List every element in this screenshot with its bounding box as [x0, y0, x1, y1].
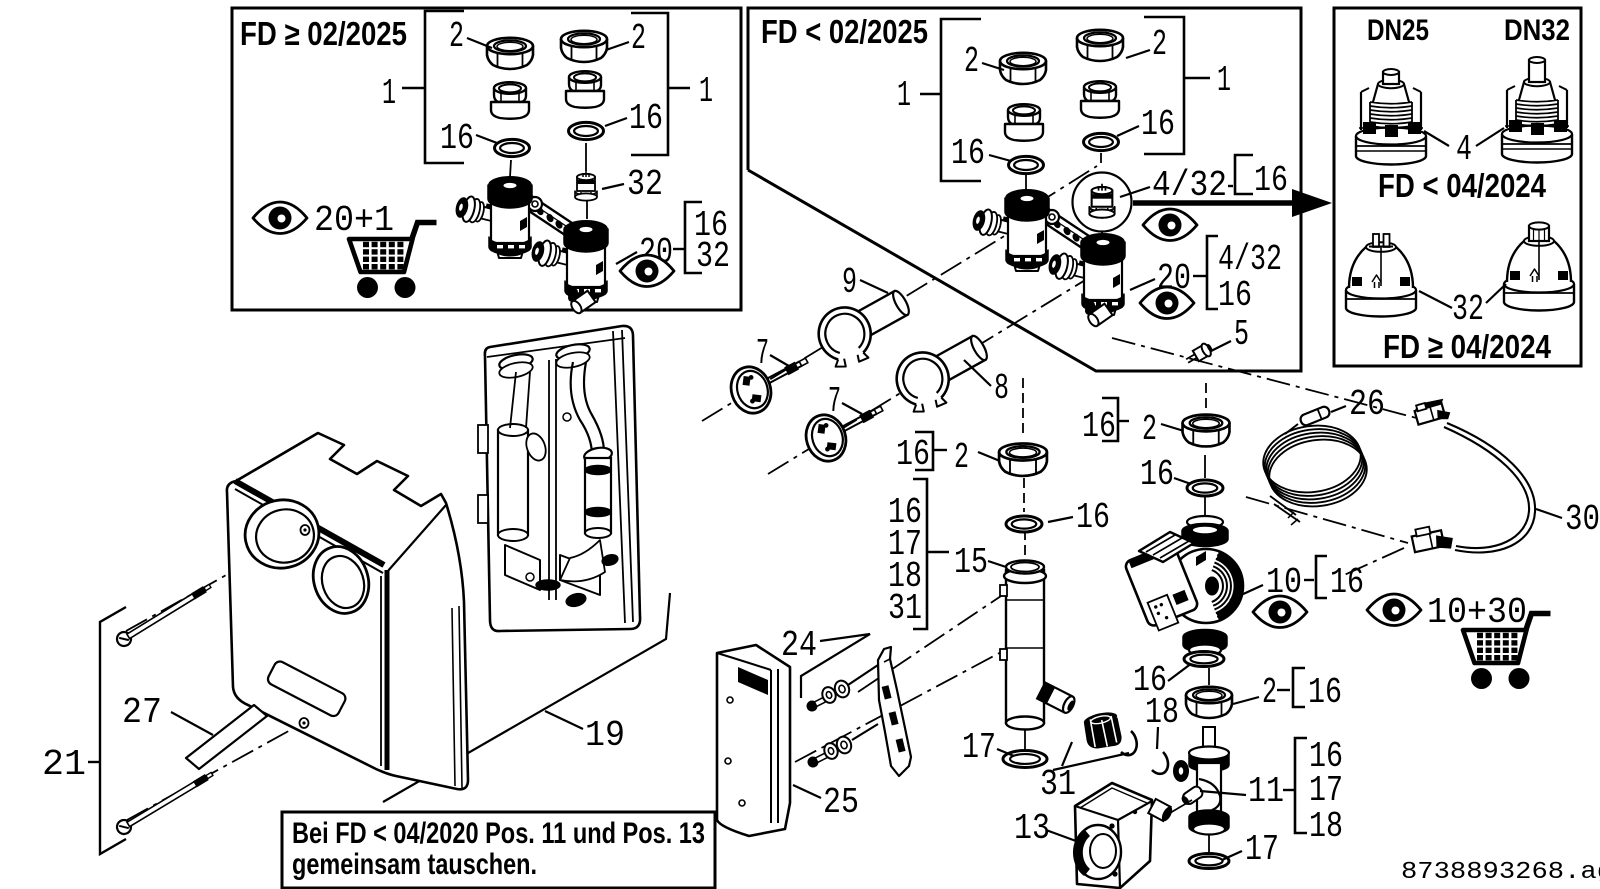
svg-text:gemeinsam tauschen.: gemeinsam tauschen. [292, 848, 537, 881]
svg-text:16: 16 [896, 434, 930, 475]
svg-text:FD < 02/2025: FD < 02/2025 [761, 13, 928, 50]
svg-text:31: 31 [888, 588, 922, 629]
svg-text:32: 32 [696, 236, 730, 277]
svg-text:16: 16 [440, 118, 474, 159]
svg-text:4: 4 [1456, 129, 1472, 170]
svg-text:25: 25 [823, 782, 859, 823]
svg-text:2: 2 [964, 41, 979, 82]
svg-text:16: 16 [1308, 672, 1342, 713]
svg-text:15: 15 [954, 542, 988, 583]
svg-text:19: 19 [585, 715, 625, 756]
svg-text:2: 2 [1262, 672, 1277, 713]
svg-text:10+30: 10+30 [1427, 592, 1527, 633]
svg-text:5: 5 [1234, 314, 1249, 355]
svg-text:20+1: 20+1 [314, 200, 394, 241]
svg-text:32: 32 [627, 164, 663, 205]
svg-text:16: 16 [1133, 660, 1167, 701]
svg-text:9: 9 [842, 262, 857, 303]
svg-text:16: 16 [1140, 454, 1174, 495]
svg-text:16: 16 [629, 98, 663, 139]
svg-text:27: 27 [122, 692, 162, 733]
svg-text:Bei FD < 04/2020 Pos. 11 und P: Bei FD < 04/2020 Pos. 11 und Pos. 13 [292, 817, 705, 850]
svg-text:21: 21 [42, 744, 86, 785]
svg-text:2: 2 [1142, 409, 1157, 450]
svg-text:16: 16 [1254, 160, 1288, 201]
svg-text:1: 1 [897, 75, 911, 116]
svg-text:16: 16 [888, 492, 922, 533]
svg-text:17: 17 [962, 727, 996, 768]
svg-text:7: 7 [756, 333, 769, 374]
svg-text:13: 13 [1014, 808, 1050, 849]
svg-text:DN25: DN25 [1367, 14, 1429, 47]
svg-text:1: 1 [1217, 60, 1231, 101]
svg-text:16: 16 [1309, 736, 1343, 777]
svg-text:1: 1 [699, 71, 713, 112]
svg-text:24: 24 [781, 625, 817, 666]
svg-text:8: 8 [994, 368, 1009, 409]
svg-text:16: 16 [1218, 275, 1252, 316]
svg-text:7: 7 [828, 381, 841, 422]
svg-text:4/32: 4/32 [1218, 239, 1282, 280]
svg-text:16: 16 [694, 205, 728, 246]
svg-text:2: 2 [449, 16, 464, 57]
svg-text:FD < 04/2024: FD < 04/2024 [1378, 167, 1547, 204]
svg-text:FD ≥ 04/2024: FD ≥ 04/2024 [1383, 328, 1552, 365]
svg-text:16: 16 [1141, 104, 1175, 145]
svg-text:DN32: DN32 [1504, 14, 1570, 47]
svg-text:1: 1 [382, 73, 396, 114]
svg-text:17: 17 [1245, 829, 1279, 870]
svg-text:16: 16 [1330, 562, 1364, 603]
svg-text:18: 18 [1145, 692, 1179, 733]
svg-text:20: 20 [1157, 258, 1191, 299]
svg-text:2: 2 [1152, 24, 1167, 65]
svg-text:30: 30 [1565, 499, 1600, 540]
svg-text:8738893268.ag: 8738893268.ag [1401, 859, 1600, 886]
svg-text:17: 17 [1309, 770, 1343, 811]
svg-text:FD ≥ 02/2025: FD ≥ 02/2025 [240, 15, 407, 52]
svg-text:18: 18 [888, 556, 922, 597]
svg-text:2: 2 [954, 437, 969, 478]
svg-text:16: 16 [1076, 497, 1110, 538]
svg-text:31: 31 [1040, 764, 1076, 805]
svg-text:2: 2 [631, 18, 646, 59]
svg-text:18: 18 [1309, 806, 1343, 847]
svg-text:26: 26 [1349, 384, 1385, 425]
svg-text:4/32: 4/32 [1152, 165, 1227, 206]
svg-text:16: 16 [951, 133, 985, 174]
svg-text:11: 11 [1248, 771, 1284, 812]
svg-text:32: 32 [1452, 289, 1484, 330]
svg-text:17: 17 [888, 524, 922, 565]
